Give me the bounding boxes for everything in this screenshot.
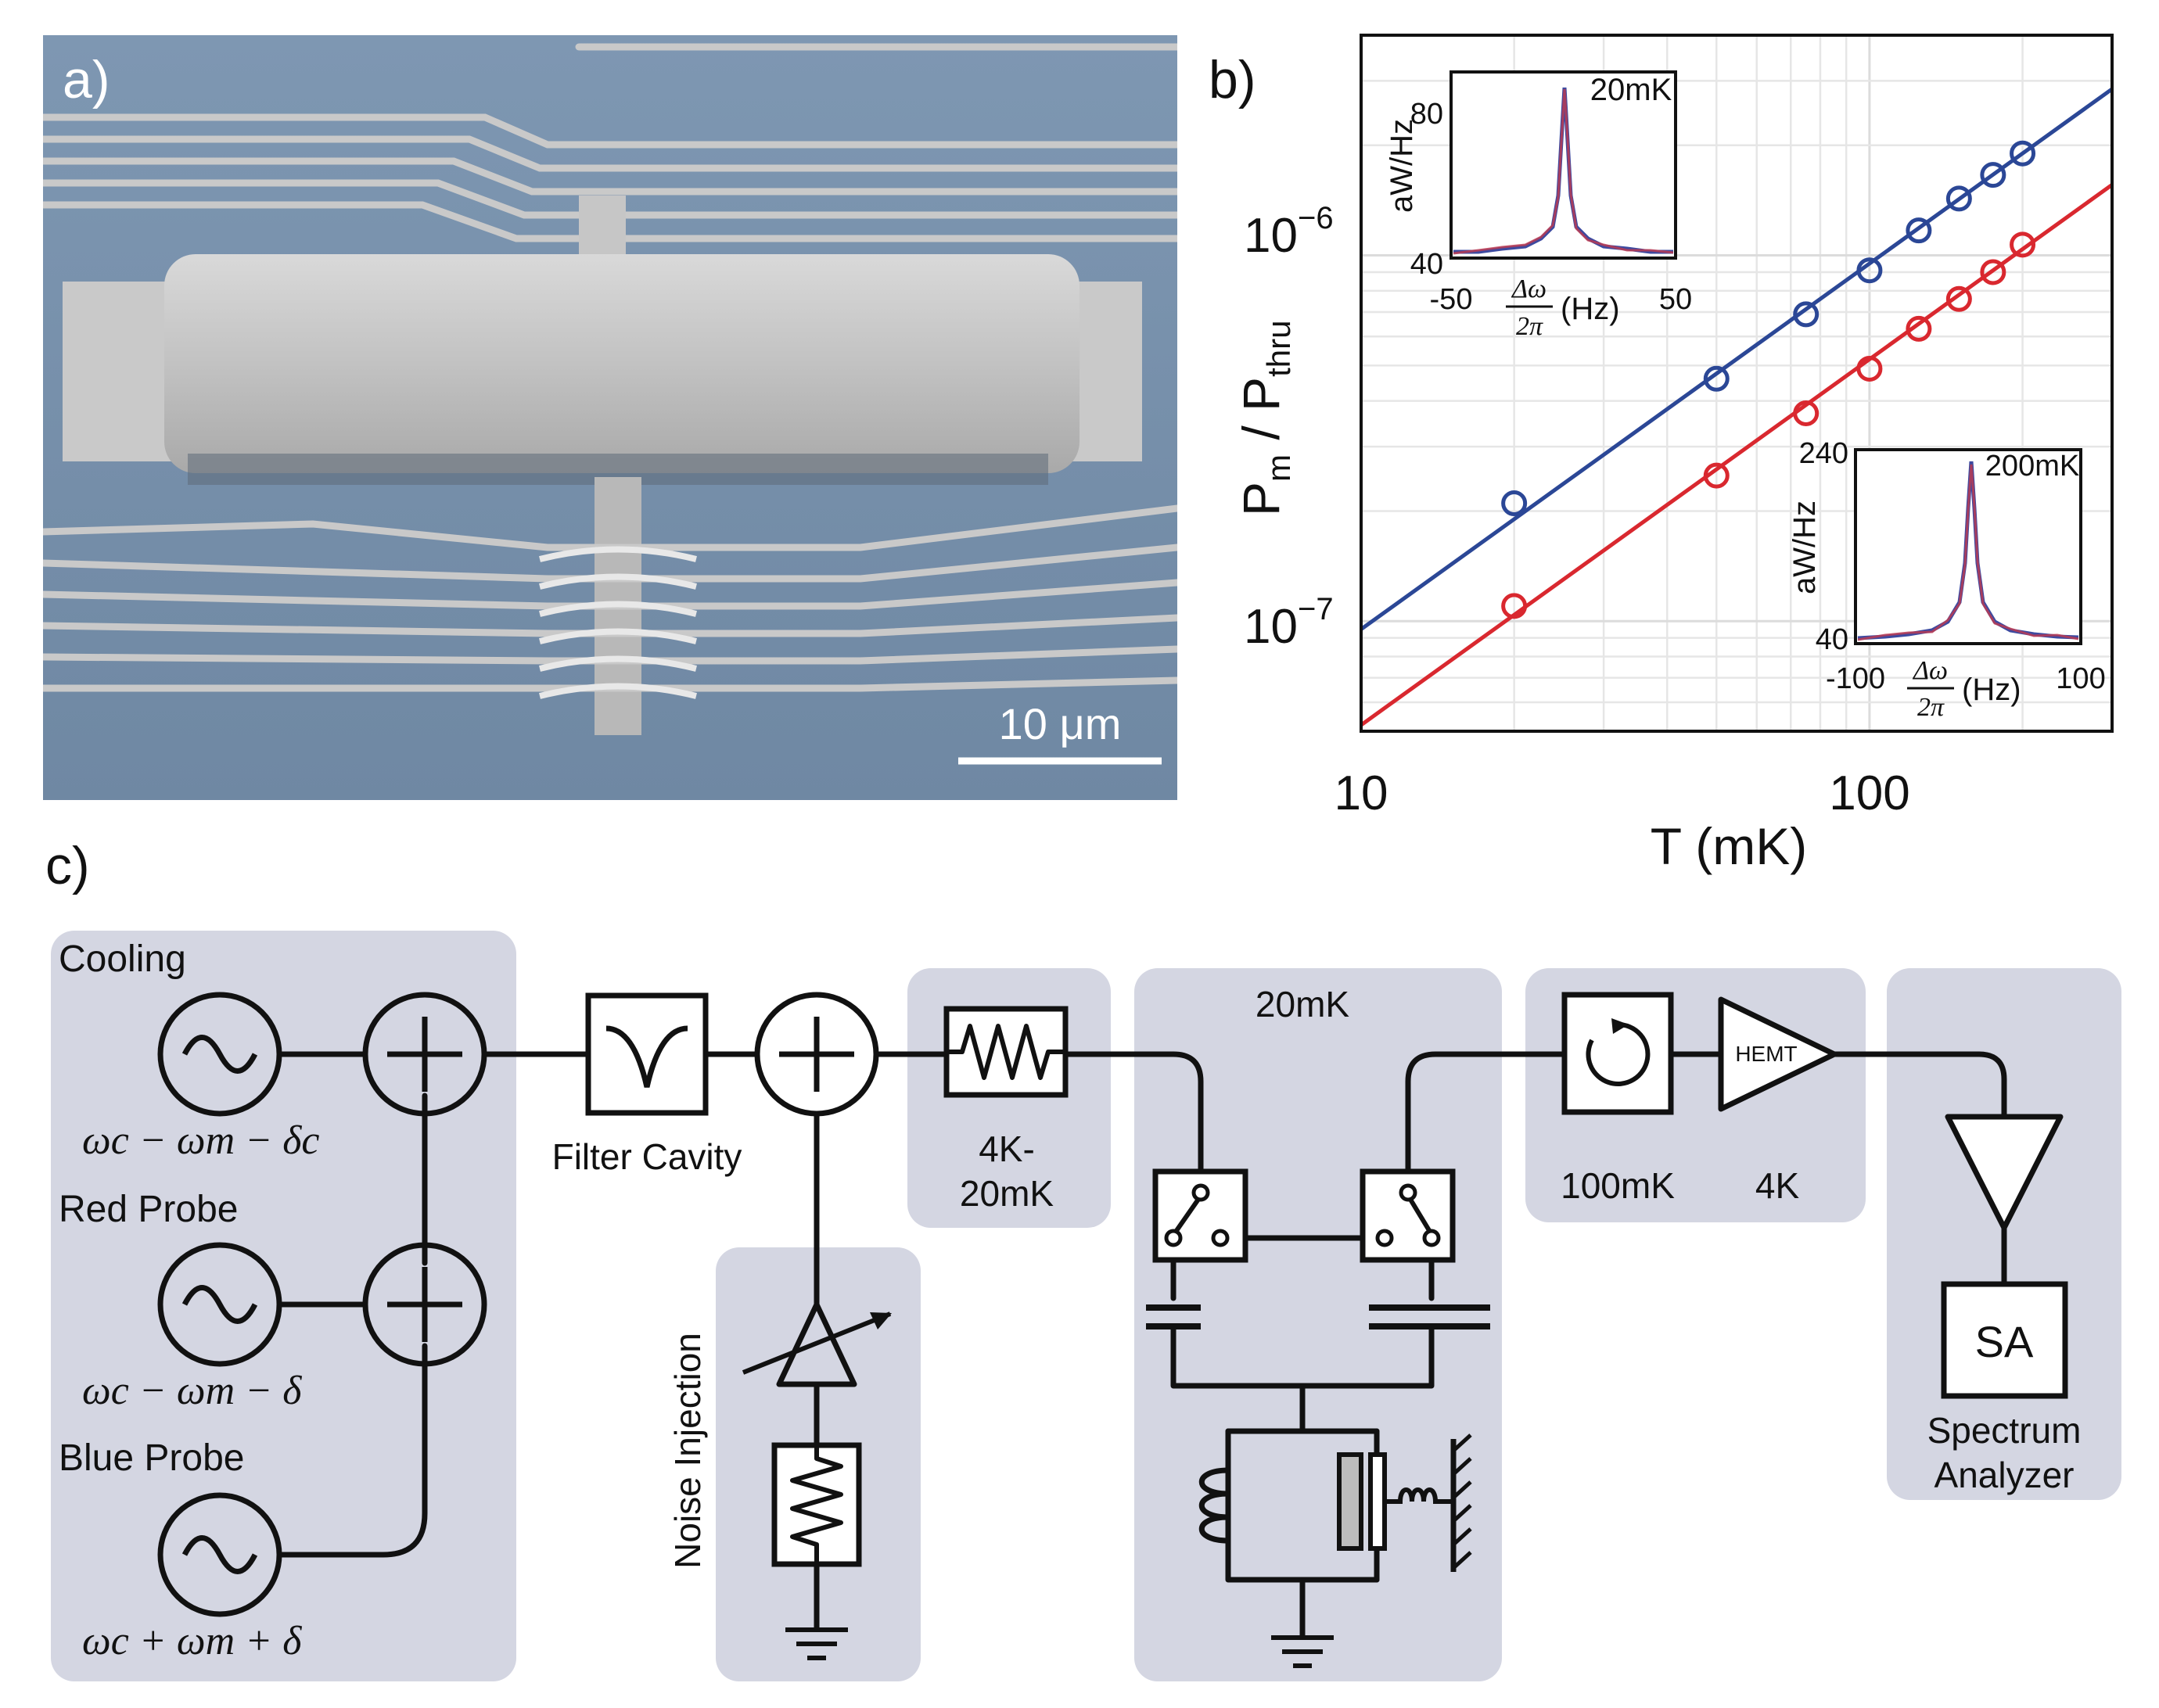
- inset2-ylabel: aW/Hz: [1787, 501, 1822, 594]
- sa-label-1: Spectrum: [1927, 1410, 2082, 1451]
- hemt-temp-label: 4K: [1755, 1165, 1800, 1206]
- fit-lines: [1361, 87, 2112, 727]
- data-point-series0: [1793, 301, 1820, 328]
- variable-amplifier-icon: [742, 1301, 892, 1387]
- noise-resistor-icon: [771, 1442, 862, 1567]
- inset-200mK: 200mK aW/Hz 240 40 -100 100 Δω 2π (Hz): [1787, 437, 2106, 722]
- inset2-ytick-top: 240: [1799, 437, 1848, 470]
- capacitor-right-icon: [1369, 1304, 1490, 1329]
- inset2-xtick-right: 100: [2056, 662, 2105, 695]
- blue-probe-label: Blue Probe: [59, 1437, 245, 1479]
- inductor-icon: [1199, 1467, 1229, 1544]
- fit-line-1: [1361, 183, 2112, 727]
- filter-cavity-icon: [585, 992, 709, 1116]
- red-probe-label: Red Probe: [59, 1189, 238, 1230]
- inset2-xlabel-den: 2π: [1917, 693, 1945, 722]
- data-point-series0: [1906, 217, 1932, 244]
- hemt-label: HEMT: [1735, 1042, 1797, 1066]
- cooling-label: Cooling: [59, 938, 186, 980]
- cooling-source-icon: [157, 992, 282, 1117]
- inset1-ytick-top: 80: [1410, 98, 1443, 131]
- inset2-xlabel-unit: (Hz): [1962, 673, 2021, 707]
- room-temp-amplifier-icon: [1945, 1114, 2064, 1231]
- ground-1-icon: [785, 1627, 848, 1660]
- red-probe-frequency: ωc − ωm − δ: [82, 1369, 302, 1413]
- inset1-xtick-left: -50: [1430, 283, 1473, 316]
- data-point-series1: [1793, 400, 1820, 426]
- hemt-amplifier-icon: [1718, 996, 1837, 1112]
- inset2-xtick-left: -100: [1826, 662, 1885, 695]
- inset1-xlabel-den: 2π: [1516, 312, 1543, 341]
- blue-probe-frequency: ωc + ωm + δ: [82, 1619, 302, 1663]
- inset1-ylabel: aW/Hz: [1385, 119, 1419, 213]
- data-point-series1: [1856, 355, 1883, 382]
- plot-frame: [1360, 34, 2114, 733]
- sa-text: SA: [1975, 1317, 2034, 1366]
- data-points: [1501, 140, 2036, 619]
- data-point-series0: [1980, 162, 2006, 188]
- data-point-series0: [1703, 365, 1730, 392]
- ytick-1e-6: 10−6: [1244, 201, 1334, 263]
- fit-line-0: [1361, 87, 2112, 631]
- panel-b-label: b): [1209, 50, 1256, 109]
- spectrum-analyzer-icon: [1941, 1281, 2068, 1399]
- xtick-10: 10: [1335, 766, 1388, 820]
- xtick-100: 100: [1829, 766, 1909, 820]
- data-point-series1: [1980, 259, 2006, 285]
- data-point-series0: [1856, 257, 1883, 284]
- ytick-1e-7: 10−7: [1244, 592, 1334, 654]
- switch-right-icon: [1360, 1168, 1456, 1263]
- red-probe-source-icon: [157, 1242, 282, 1367]
- combiner-2-icon: [362, 1242, 487, 1367]
- attenuator-label-1: 4K-: [979, 1128, 1035, 1169]
- data-point-series1: [1906, 315, 1932, 342]
- noise-injection-label: Noise Injection: [667, 1333, 708, 1569]
- circulator-icon: [1561, 992, 1674, 1115]
- inset2-xlabel-num: Δω: [1912, 656, 1948, 685]
- cooling-frequency: ωc − ωm − δc: [82, 1118, 320, 1163]
- inset1-xlabel-num: Δω: [1511, 274, 1547, 303]
- switch-left-icon: [1152, 1168, 1248, 1263]
- sem-image: [43, 35, 1177, 800]
- combiner-3-icon: [754, 992, 879, 1117]
- inset1-ytick-bottom: 40: [1410, 248, 1443, 281]
- inset1-temp: 20mK: [1590, 73, 1672, 107]
- fridge-label: 20mK: [1256, 984, 1349, 1024]
- scale-bar-label: 10 μm: [999, 699, 1122, 748]
- inset1-xlabel-unit: (Hz): [1561, 292, 1620, 326]
- data-point-series0: [2010, 140, 2036, 167]
- data-point-series0: [1501, 490, 1528, 517]
- sa-label-2: Analyzer: [1934, 1455, 2075, 1495]
- combiner-1-icon: [362, 992, 487, 1117]
- blue-probe-source-icon: [157, 1492, 282, 1617]
- data-point-series1: [1945, 285, 1972, 312]
- ground-2-icon: [1271, 1635, 1334, 1668]
- x-axis-label: T (mK): [1651, 817, 1807, 875]
- inset2-ytick-bottom: 40: [1816, 623, 1848, 656]
- panel-c-label: c): [45, 836, 90, 895]
- data-point-series0: [1945, 185, 1972, 212]
- attenuator-label-2: 20mK: [960, 1173, 1054, 1214]
- filter-cavity-label: Filter Cavity: [552, 1136, 742, 1177]
- inset-20mK: 20mK aW/Hz 80 40 -50 50 Δω 2π (Hz): [1385, 70, 1692, 341]
- wires: [276, 1051, 2007, 1639]
- mechanical-capacitor-icon: [1337, 1452, 1387, 1551]
- inset2-temp: 200mK: [1985, 450, 2079, 483]
- mechanical-spring-icon: [1385, 1434, 1472, 1572]
- y-axis-label: Pm / Pthru: [1232, 321, 1297, 516]
- capacitor-left-icon: [1146, 1304, 1201, 1329]
- attenuator-icon: [943, 1006, 1069, 1098]
- circulator-temp-label: 100mK: [1561, 1165, 1675, 1206]
- inset1-xtick-right: 50: [1659, 283, 1692, 316]
- data-point-series1: [1703, 462, 1730, 489]
- data-point-series1: [1501, 593, 1528, 619]
- panel-a-label: a): [63, 50, 110, 109]
- data-point-series1: [2010, 231, 2036, 258]
